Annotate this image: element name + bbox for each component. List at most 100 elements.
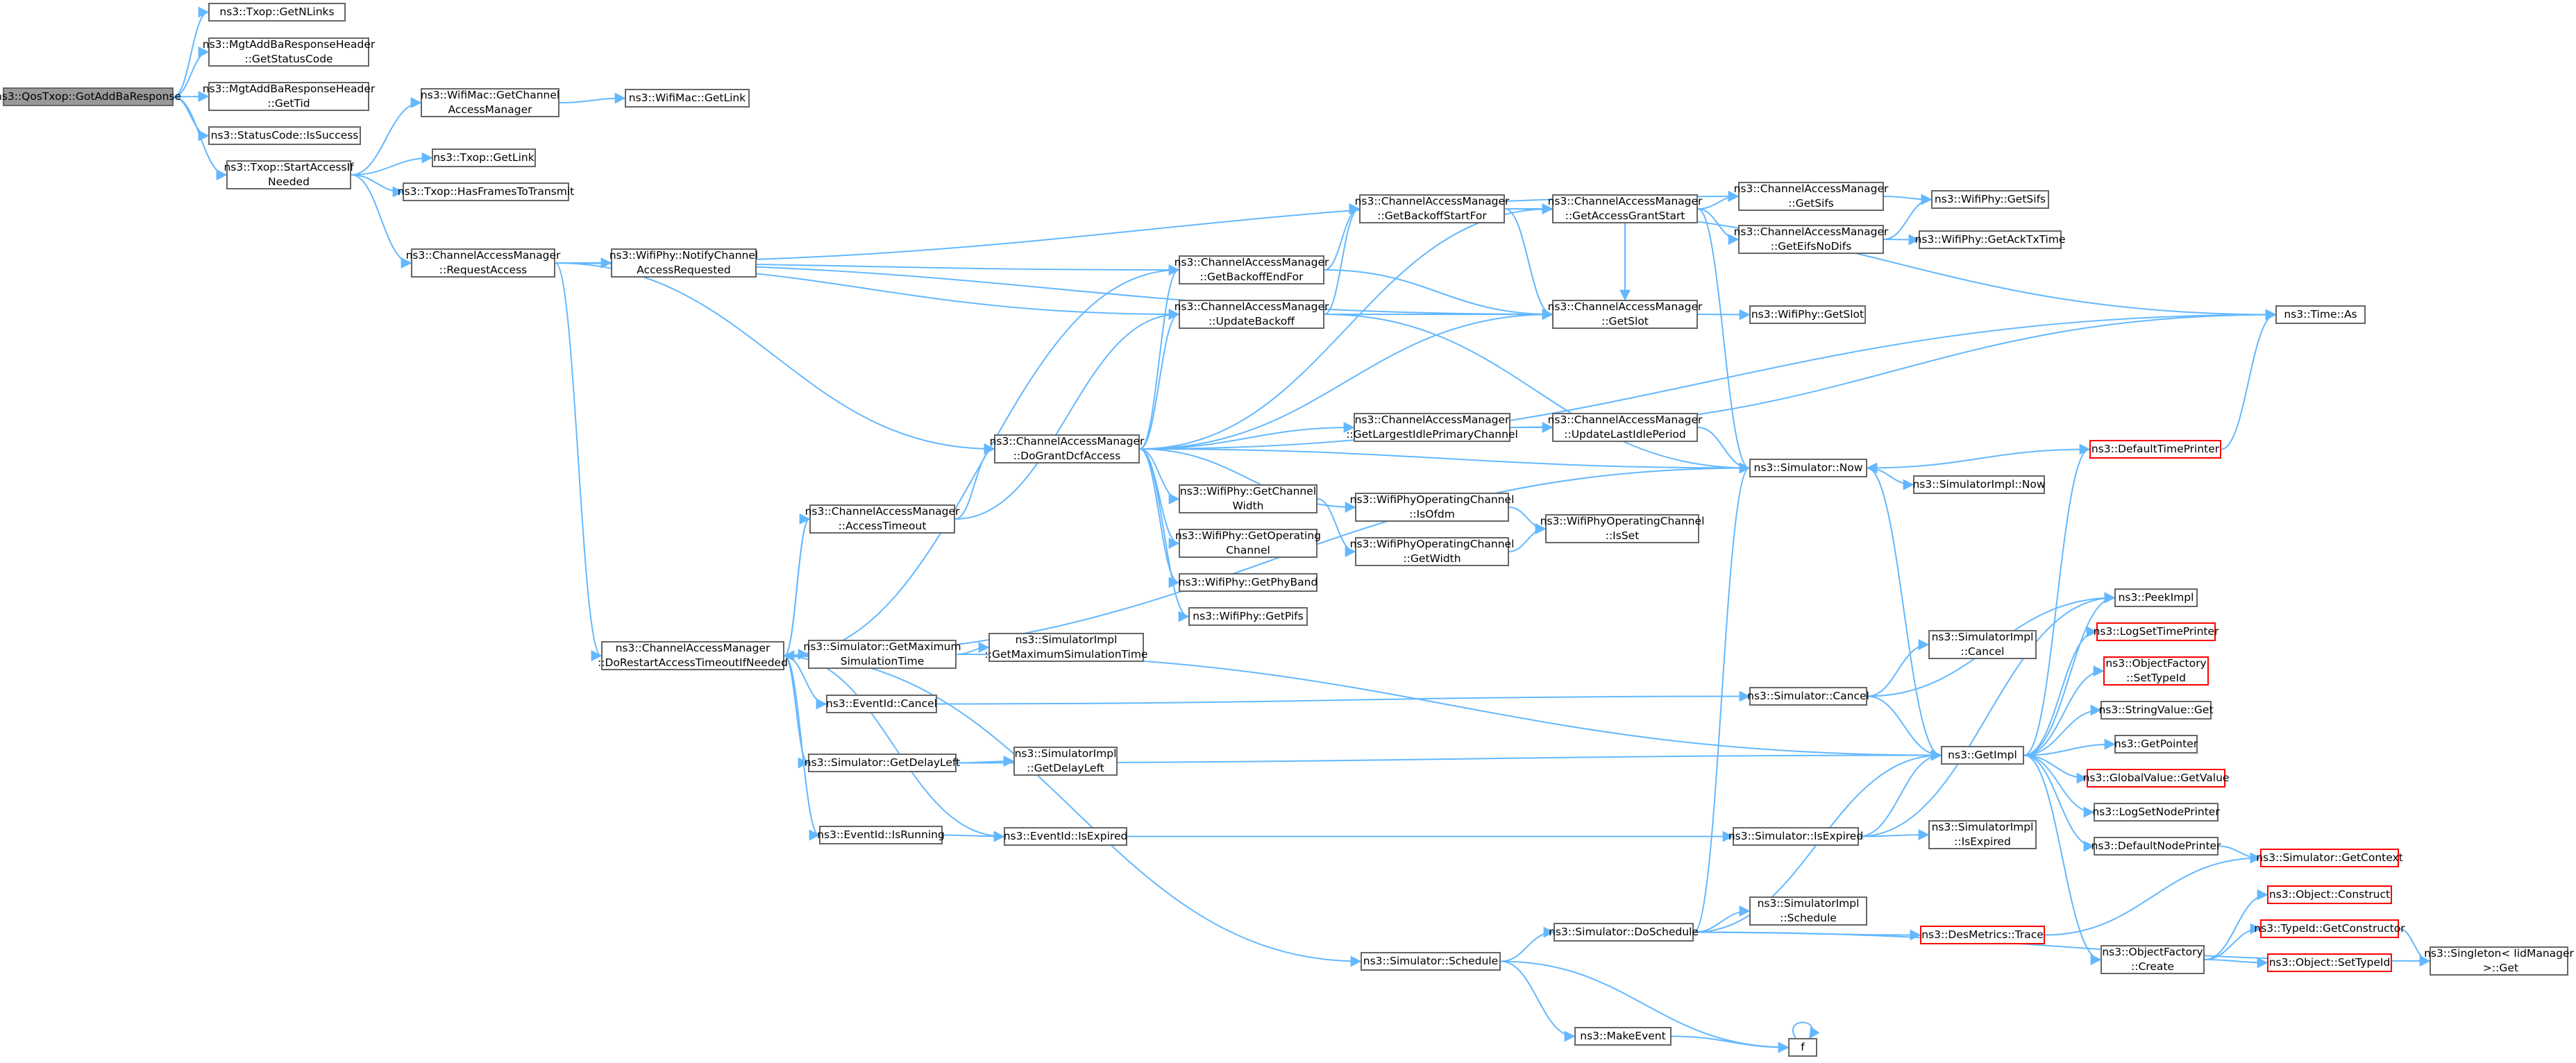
edge-startAccess-wifiMacGetCAM (351, 97, 422, 176)
node-statuscode-issuccess[interactable]: ns3::StatusCode::IsSuccess (208, 126, 361, 145)
node-wifiphy-getpifs[interactable]: ns3::WifiPhy::GetPifs (1188, 607, 1308, 626)
node-wifiphy-getacktxtime[interactable]: ns3::WifiPhy::GetAckTxTime (1915, 230, 2065, 249)
edge-f-self-loop (1792, 1021, 1820, 1039)
node-operatingchannel-getwidth[interactable]: ns3::WifiPhyOperatingChannel ::GetWidth (1349, 537, 1515, 566)
edge-simCancel-simImplCancel (1867, 639, 1930, 697)
node-wifiphy-getsifs[interactable]: ns3::WifiPhy::GetSifs (1931, 190, 2049, 209)
node-cam-getlargestidleprimarychannel[interactable]: ns3::ChannelAccessManager ::GetLargestId… (1346, 413, 1518, 442)
node-makeevent[interactable]: ns3::MakeEvent (1574, 1027, 1672, 1046)
edge-doGrantDcf-updateBackoff (1139, 309, 1180, 450)
node-simulatorimpl-now[interactable]: ns3::SimulatorImpl::Now (1912, 475, 2046, 494)
edge-getLargestIdle-timeAs (1510, 309, 2277, 428)
node-operatingchannel-isofdm[interactable]: ns3::WifiPhyOperatingChannel ::IsOfdm (1349, 493, 1515, 522)
edge-simDoSchedule-desMetricsTrace (1693, 929, 1921, 941)
node-simulatorimpl-getdelayleft[interactable]: ns3::SimulatorImpl ::GetDelayLeft (1013, 747, 1118, 776)
node-cam-getbackoffendfor[interactable]: ns3::ChannelAccessManager ::GetBackoffEn… (1174, 255, 1329, 284)
node-stringvalue-get[interactable]: ns3::StringValue::Get (2098, 701, 2214, 720)
node-wifiphy-notifychannelaccessrequested[interactable]: ns3::WifiPhy::NotifyChannel AccessReques… (609, 248, 759, 278)
edge-getImpl-getPointer (2023, 738, 2116, 756)
node-logsettimeprinter[interactable]: ns3::LogSetTimePrinter (2094, 622, 2219, 641)
node-simulator-now[interactable]: ns3::Simulator::Now (1749, 459, 1867, 477)
node-cam-dorestartaccesstimeoutifneeded[interactable]: ns3::ChannelAccessManager ::DoRestartAcc… (598, 641, 788, 670)
node-cam-dograntdcfaccess[interactable]: ns3::ChannelAccessManager ::DoGrantDcfAc… (989, 434, 1145, 464)
edge-updateBackoff-getBackoffStartFor (1324, 203, 1361, 315)
edge-doRestart-accessTimeout (784, 513, 811, 656)
edge-getAccessGrantStart-camGetEifsNoDifs (1697, 208, 1740, 245)
node-cam-updatebackoff[interactable]: ns3::ChannelAccessManager ::UpdateBackof… (1174, 300, 1329, 329)
node-eventid-cancel[interactable]: ns3::EventId::Cancel (826, 695, 937, 713)
node-eventid-isexpired[interactable]: ns3::EventId::IsExpired (1004, 827, 1127, 846)
edge-doRestart-simGetDelayLeft (784, 655, 809, 769)
edge-updateLastIdle-simNow (1697, 427, 1751, 474)
edge-simIsExpired-simImplIsExpired (1858, 829, 1930, 841)
edge-getBackoffStartFor-timeAs (1504, 208, 2277, 321)
node-objectfactory-create[interactable]: ns3::ObjectFactory ::Create (2101, 945, 2205, 974)
node-globalvalue-getvalue[interactable]: ns3::GlobalValue::GetValue (2083, 769, 2229, 788)
node-txop-startaccessifneeded[interactable]: ns3::Txop::StartAccessIf Needed (224, 160, 354, 189)
node-cam-geteifsnodifs[interactable]: ns3::ChannelAccessManager ::GetEifsNoDif… (1733, 225, 1889, 254)
node-logsetnodeprinter[interactable]: ns3::LogSetNodePrinter (2092, 803, 2220, 822)
node-cam-getslot[interactable]: ns3::ChannelAccessManager ::GetSlot (1547, 300, 1703, 329)
node-time-as[interactable]: ns3::Time::As (2275, 305, 2366, 324)
node-txop-getlink[interactable]: ns3::Txop::GetLink (432, 148, 536, 167)
node-cam-requestaccess[interactable]: ns3::ChannelAccessManager ::RequestAcces… (405, 248, 561, 278)
node-peekimpl[interactable]: ns3::PeekImpl (2114, 588, 2198, 607)
edge-wifiMacGetCAM-wifiMacGetLink (559, 92, 626, 104)
node-simulator-getmaximumsimulationtime[interactable]: ns3::Simulator::GetMaximum SimulationTim… (803, 640, 961, 669)
node-cam-accesstimeout[interactable]: ns3::ChannelAccessManager ::AccessTimeou… (805, 504, 960, 534)
edge-accessTimeout-doGrantDcf (954, 443, 995, 520)
node-wifiphy-getslot[interactable]: ns3::WifiPhy::GetSlot (1749, 305, 1866, 324)
edge-getBackoffEndFor-camGetSlot (1324, 269, 1554, 320)
node-typeid-getconstructor[interactable]: ns3::TypeId::GetConstructor (2254, 919, 2405, 938)
node-simulator-doschedule[interactable]: ns3::Simulator::DoSchedule (1549, 923, 1699, 942)
edge-getBackoffEndFor-getBackoffStartFor (1324, 203, 1361, 271)
node-objectfactory-settypeid[interactable]: ns3::ObjectFactory ::SetTypeId (2103, 656, 2209, 686)
node-wifiphy-getphyband[interactable]: ns3::WifiPhy::GetPhyBand (1179, 573, 1318, 592)
node-simulator-schedule[interactable]: ns3::Simulator::Schedule (1361, 952, 1501, 971)
node-singleton-iidmanager-get[interactable]: ns3::Singleton< IidManager >::Get (2424, 946, 2574, 976)
edge-doRestart-eventIdIsExpired (784, 655, 1005, 842)
edge-getImpl-objFactorySetTypeId (2023, 665, 2105, 756)
node-operatingchannel-isset[interactable]: ns3::WifiPhyOperatingChannel ::IsSet (1540, 514, 1705, 543)
node-txop-getnlinks[interactable]: ns3::Txop::GetNLinks (208, 3, 346, 22)
node-object-construct[interactable]: ns3::Object::Construct (2267, 885, 2392, 904)
node-defaulttimeprinter[interactable]: ns3::DefaultTimePrinter (2089, 440, 2221, 459)
edge-simSchedule-simDoSchedule (1500, 926, 1555, 962)
node-simulator-isexpired[interactable]: ns3::Simulator::IsExpired (1728, 827, 1863, 846)
node-wifiphy-getchannelwidth[interactable]: ns3::WifiPhy::GetChannel Width (1179, 484, 1318, 513)
node-getpointer[interactable]: ns3::GetPointer (2114, 735, 2198, 754)
edge-doGrantDcf-getLargestIdle (1139, 422, 1355, 450)
node-simulatorimpl-cancel[interactable]: ns3::SimulatorImpl ::Cancel (1928, 630, 2037, 659)
node-f[interactable]: f (1788, 1038, 1817, 1057)
node-simulator-cancel[interactable]: ns3::Simulator::Cancel (1747, 687, 1869, 706)
edge-getAccessGrantStart-camGetSifs (1697, 191, 1740, 210)
node-eventid-isrunning[interactable]: ns3::EventId::IsRunning (817, 826, 945, 844)
node-txop-hasframestotransmit[interactable]: ns3::Txop::HasFramesToTransmit (398, 182, 574, 201)
node-mgt-getstatuscode[interactable]: ns3::MgtAddBaResponseHeader ::GetStatusC… (202, 37, 376, 67)
node-wifiphy-getoperatingchannel[interactable]: ns3::WifiPhy::GetOperating Channel (1175, 529, 1322, 558)
node-simulator-getcontext[interactable]: ns3::Simulator::GetContext (2256, 849, 2403, 867)
node-simulatorimpl-schedule[interactable]: ns3::SimulatorImpl ::Schedule (1749, 896, 1867, 926)
node-gotaddbaresponse: ns3::QosTxop::GotAddBaResponse (0, 87, 181, 106)
node-wifimac-getchannelaccessmanager[interactable]: ns3::WifiMac::GetChannel AccessManager (420, 88, 560, 117)
node-desmetrics-trace[interactable]: ns3::DesMetrics::Trace (1920, 926, 2045, 944)
edge-accessTimeout-doRestart (783, 518, 810, 661)
node-mgt-gettid[interactable]: ns3::MgtAddBaResponseHeader ::GetTid (202, 82, 376, 111)
node-wifimac-getlink[interactable]: ns3::WifiMac::GetLink (625, 89, 750, 108)
node-cam-getbackoffstartfor[interactable]: ns3::ChannelAccessManager ::GetBackoffSt… (1354, 194, 1510, 223)
edge-doGrantDcf-phyGetPhyBand (1139, 448, 1180, 588)
node-cam-getsifs[interactable]: ns3::ChannelAccessManager ::GetSifs (1733, 182, 1889, 211)
edge-camGetSifs-phyGetSifs (1883, 194, 1933, 205)
node-object-settypeid[interactable]: ns3::Object::SetTypeId (2267, 953, 2392, 972)
node-getimpl[interactable]: ns3::GetImpl (1941, 746, 2024, 765)
node-simulator-getdelayleft[interactable]: ns3::Simulator::GetDelayLeft (805, 754, 960, 772)
node-simulatorimpl-isexpired[interactable]: ns3::SimulatorImpl ::IsExpired (1928, 820, 2037, 849)
node-defaultnodeprinter[interactable]: ns3::DefaultNodePrinter (2091, 837, 2221, 856)
edge-doGrantDcf-phyGetChannelWidth (1139, 448, 1180, 504)
edge-camGetSlot-phyGetSlot (1697, 309, 1751, 321)
edge-simNow-simImplNow (1867, 467, 1914, 491)
node-simulatorimpl-getmaximumsimulationtime[interactable]: ns3::SimulatorImpl ::GetMaximumSimulatio… (984, 633, 1148, 662)
edge-accessTimeout-updateBackoff (954, 309, 1180, 520)
node-cam-getaccessgrantstart[interactable]: ns3::ChannelAccessManager ::GetAccessGra… (1547, 194, 1703, 223)
node-cam-updatelastidleperiod[interactable]: ns3::ChannelAccessManager ::UpdateLastId… (1547, 413, 1703, 442)
